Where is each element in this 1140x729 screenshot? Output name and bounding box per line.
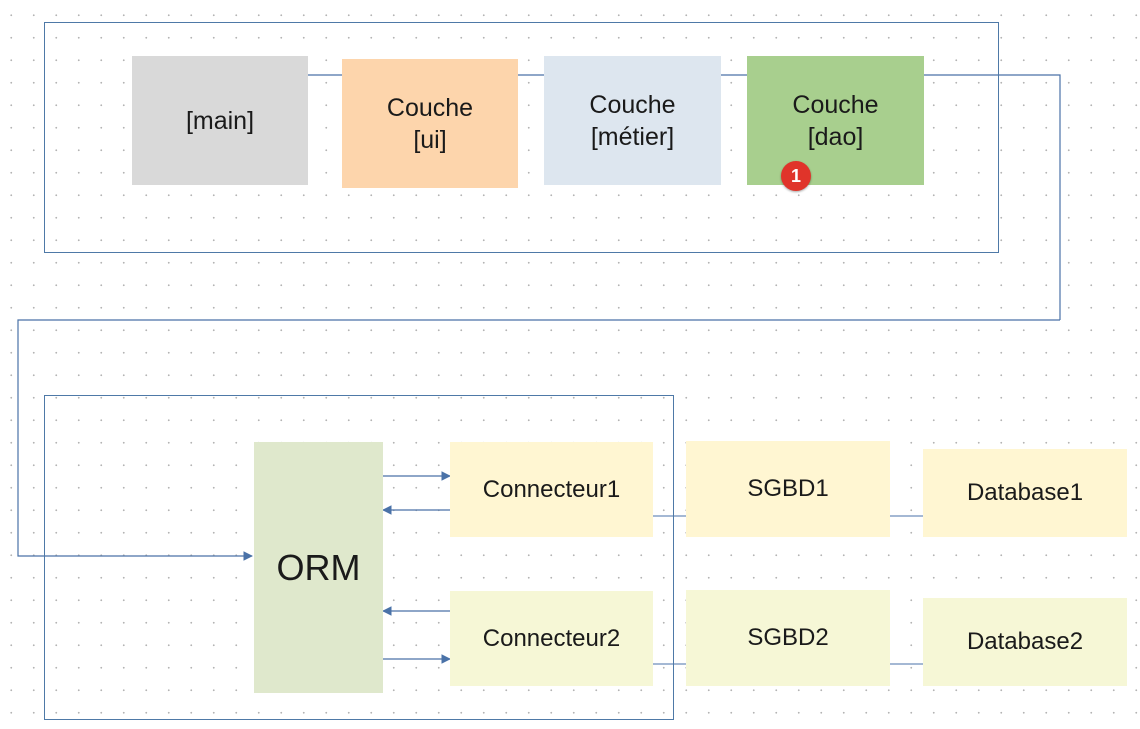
step-number-badge: 1	[781, 161, 811, 191]
database2-box: Database2	[923, 598, 1127, 686]
metier-layer-box: Couche [métier]	[544, 56, 721, 185]
ui-layer-box: Couche [ui]	[342, 59, 518, 188]
sgbd1-box: SGBD1	[686, 441, 890, 537]
sgbd2-box: SGBD2	[686, 590, 890, 686]
database1-box: Database1	[923, 449, 1127, 537]
orm-group-frame	[44, 395, 674, 720]
dao-layer-box: Couche [dao]	[747, 56, 924, 185]
orm-box: ORM	[254, 442, 383, 693]
main-layer-box: [main]	[132, 56, 308, 185]
layers-group-frame	[44, 22, 999, 253]
layers-to-orm-arrow	[17, 319, 1060, 561]
connecteur1-box: Connecteur1	[450, 442, 653, 537]
connecteur2-box: Connecteur2	[450, 591, 653, 686]
